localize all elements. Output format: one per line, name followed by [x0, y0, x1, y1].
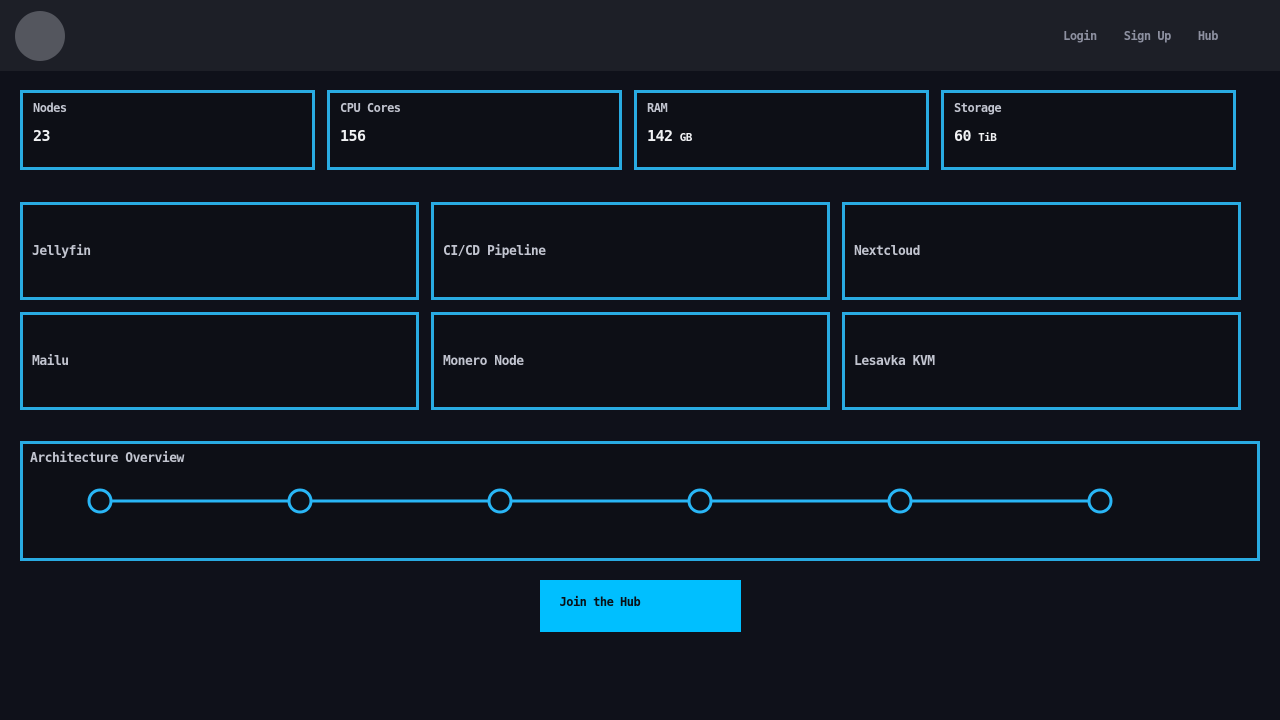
stat-label: Nodes	[33, 101, 302, 115]
service-card-cicd-pipeline[interactable]: CI/CD Pipeline	[431, 202, 830, 300]
stat-value-row: 60 TiB	[954, 126, 1223, 145]
services-grid: Jellyfin CI/CD Pipeline Nextcloud Mailu …	[20, 202, 1260, 410]
stat-value: 142	[647, 127, 673, 145]
service-name: Nextcloud	[854, 244, 920, 259]
stat-unit: TiB	[978, 131, 996, 144]
stat-label: RAM	[647, 101, 916, 115]
service-name: CI/CD Pipeline	[443, 244, 546, 259]
navbar: Login Sign Up Hub	[0, 0, 1280, 71]
stat-card-storage: Storage 60 TiB	[941, 90, 1236, 170]
nav-link-hub[interactable]: Hub	[1198, 29, 1218, 43]
architecture-node-icon	[89, 490, 111, 512]
service-card-nextcloud[interactable]: Nextcloud	[842, 202, 1241, 300]
service-name: Mailu	[32, 354, 69, 369]
stat-card-cpu-cores: CPU Cores 156	[327, 90, 622, 170]
avatar	[15, 11, 65, 61]
stat-value-row: 142 GB	[647, 126, 916, 145]
join-hub-button[interactable]: Join the Hub	[540, 580, 741, 632]
architecture-node-icon	[489, 490, 511, 512]
architecture-panel: Architecture Overview	[20, 441, 1260, 561]
stat-value: 23	[33, 127, 50, 145]
architecture-title: Architecture Overview	[30, 451, 1250, 466]
stats-row: Nodes 23 CPU Cores 156 RAM 142 GB Storage…	[20, 90, 1260, 170]
stat-card-nodes: Nodes 23	[20, 90, 315, 170]
stat-value-row: 23	[33, 126, 302, 145]
service-card-monero-node[interactable]: Monero Node	[431, 312, 830, 410]
nav-link-login[interactable]: Login	[1063, 29, 1097, 43]
stat-label: Storage	[954, 101, 1223, 115]
architecture-node-icon	[289, 490, 311, 512]
service-name: Monero Node	[443, 354, 524, 369]
stat-label: CPU Cores	[340, 101, 609, 115]
service-card-mailu[interactable]: Mailu	[20, 312, 419, 410]
architecture-node-icon	[889, 490, 911, 512]
service-card-jellyfin[interactable]: Jellyfin	[20, 202, 419, 300]
architecture-node-icon	[1089, 490, 1111, 512]
stat-value: 60	[954, 127, 971, 145]
stat-unit: GB	[680, 131, 692, 144]
main-content: Nodes 23 CPU Cores 156 RAM 142 GB Storage…	[0, 90, 1280, 632]
stat-card-ram: RAM 142 GB	[634, 90, 929, 170]
nav-links: Login Sign Up Hub	[1063, 29, 1280, 43]
nav-link-signup[interactable]: Sign Up	[1124, 29, 1171, 43]
architecture-diagram	[30, 466, 1250, 546]
stat-value: 156	[340, 127, 366, 145]
stat-value-row: 156	[340, 126, 609, 145]
service-name: Lesavka KVM	[854, 354, 935, 369]
architecture-node-icon	[689, 490, 711, 512]
service-card-lesavka-kvm[interactable]: Lesavka KVM	[842, 312, 1241, 410]
service-name: Jellyfin	[32, 244, 91, 259]
